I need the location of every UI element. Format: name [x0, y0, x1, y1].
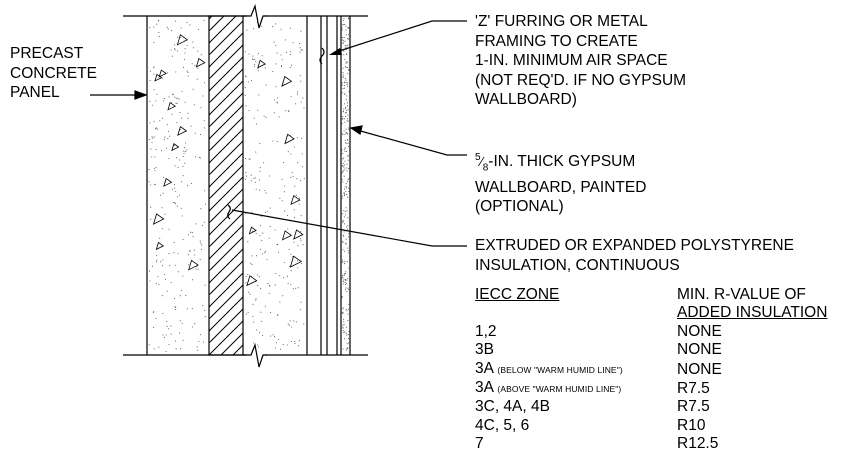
- zone-note: (BELOW "WARM HUMID LINE"): [497, 364, 623, 375]
- panel-label: PRECAST CONCRETE PANEL: [10, 44, 97, 103]
- gypsum-wallboard: [340, 16, 351, 355]
- rvalue-cell: R12.5: [677, 435, 719, 453]
- table-header-row-2: ADDED INSULATION: [475, 304, 827, 322]
- furring-label-line-5: WALLBOARD): [475, 91, 577, 108]
- panel-label-line-3: PANEL: [10, 84, 60, 101]
- gypsum-label-line-1-text: -IN. THICK GYPSUM: [488, 153, 636, 171]
- furring-label-line-4: (NOT REQ'D. IF NO GYPSUM: [475, 71, 687, 89]
- table-row: 3A (BELOW "WARM HUMID LINE")NONE: [475, 360, 827, 379]
- zone-cell: 3A (ABOVE "WARM HUMID LINE"): [475, 379, 677, 398]
- break-symbol-top: [243, 3, 267, 29]
- header-rvalue-2: ADDED INSULATION: [677, 304, 827, 322]
- furring-label-line-2: FRAMING TO CREATE: [475, 32, 638, 50]
- header-spacer: [475, 304, 677, 322]
- rvalue-cell: NONE: [677, 341, 722, 359]
- table-row: 3C, 4A, 4B R7.5: [475, 398, 827, 416]
- fraction-slash: ⁄: [480, 154, 483, 170]
- break-symbol-bottom: [243, 342, 267, 368]
- gypsum-label-line-1: 5⁄8-IN. THICK GYPSUM: [475, 148, 646, 178]
- fraction-denominator: 8: [482, 162, 489, 174]
- gypsum-label-line-2: WALLBOARD, PAINTED: [475, 178, 647, 196]
- zone-note: (ABOVE "WARM HUMID LINE"): [497, 384, 622, 395]
- rvalue-cell: R10: [677, 416, 706, 434]
- iecc-zone-table: IECC ZONE MIN. R-VALUE OF ADDED INSULATI…: [475, 286, 827, 454]
- zone-name: 3B: [475, 341, 494, 359]
- zone-name: 3C, 4A, 4B: [475, 398, 550, 416]
- header-iecc-zone: IECC ZONE: [475, 286, 677, 304]
- zone-cell: 7: [475, 435, 677, 453]
- insulation-label: EXTRUDED OR EXPANDED POLYSTYRENE INSULAT…: [475, 236, 794, 275]
- insulation-leader: [227, 204, 467, 247]
- rvalue-cell: NONE: [677, 360, 722, 378]
- furring-label-line-3: 1-IN. MINIMUM AIR SPACE: [475, 52, 668, 69]
- table-header-row-1: IECC ZONE MIN. R-VALUE OF: [475, 286, 827, 304]
- zone-name: 3A: [475, 379, 494, 397]
- furring-label: 'Z' FURRING OR METAL FRAMING TO CREATE 1…: [475, 12, 686, 110]
- panel-leader: [90, 90, 148, 100]
- zone-cell: 3B: [475, 341, 677, 359]
- zone-cell: 3A (BELOW "WARM HUMID LINE"): [475, 360, 677, 379]
- zone-name: 3A: [475, 359, 494, 377]
- table-row: 3A (ABOVE "WARM HUMID LINE")R7.5: [475, 379, 827, 398]
- furring-air-space: [320, 16, 338, 355]
- zone-name: 7: [475, 435, 484, 453]
- rvalue-cell: R7.5: [677, 398, 710, 416]
- zone-cell: 4C, 5, 6: [475, 417, 677, 435]
- header-rvalue-1: MIN. R-VALUE OF: [677, 286, 806, 303]
- zone-name: 4C, 5, 6: [475, 416, 530, 434]
- header-rvalue-2-text: ADDED INSULATION: [677, 304, 828, 322]
- zone-cell: 1,2: [475, 323, 677, 341]
- gypsum-label: 5⁄8-IN. THICK GYPSUM WALLBOARD, PAINTED …: [475, 148, 646, 217]
- header-iecc-zone-text: IECC ZONE: [475, 286, 560, 303]
- fraction-numerator: 5: [475, 152, 481, 163]
- insulation-layer: [208, 15, 244, 356]
- table-row: 4C, 5, 6 R10: [475, 417, 827, 435]
- furring-label-line-1: 'Z' FURRING OR METAL: [475, 13, 648, 30]
- insulation-label-line-1: EXTRUDED OR EXPANDED POLYSTYRENE: [475, 237, 794, 254]
- zone-cell: 3C, 4A, 4B: [475, 398, 677, 416]
- rvalue-cell: NONE: [677, 322, 722, 340]
- rvalue-cell: R7.5: [677, 380, 710, 398]
- concrete-panel: [146, 16, 305, 355]
- panel-label-line-1: PRECAST: [10, 45, 84, 62]
- zone-name: 1,2: [475, 322, 497, 340]
- table-row: 1,2 NONE: [475, 323, 827, 341]
- panel-label-line-2: CONCRETE: [10, 64, 97, 82]
- gypsum-leader: [349, 125, 467, 156]
- furring-arrowhead: [329, 48, 342, 55]
- table-row: 7 R12.5: [475, 435, 827, 453]
- table-row: 3B NONE: [475, 341, 827, 359]
- furring-leader: [319, 20, 467, 65]
- insulation-label-line-2: INSULATION, CONTINUOUS: [475, 256, 680, 274]
- gypsum-label-line-3: (OPTIONAL): [475, 198, 564, 216]
